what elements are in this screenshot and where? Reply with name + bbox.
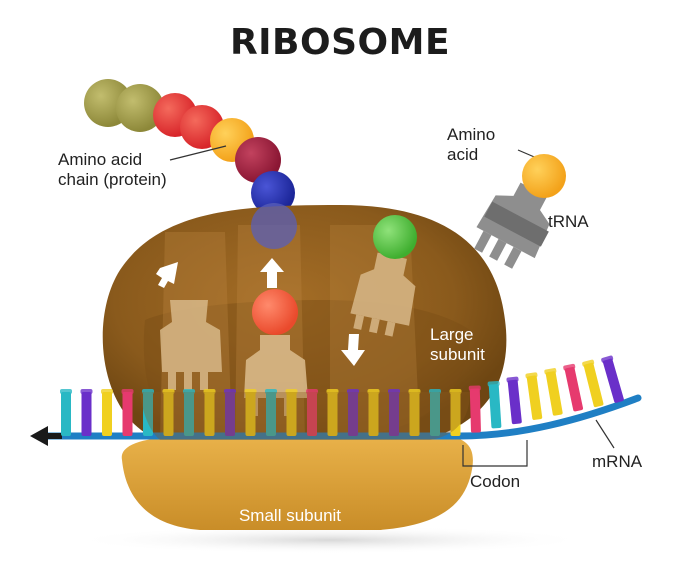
mrna-base-cap: [449, 389, 462, 394]
mrna-base: [225, 392, 235, 436]
label-codon: Codon: [470, 472, 521, 491]
arrow-left-icon: [30, 426, 48, 446]
mrna-base: [507, 379, 522, 425]
label-line: Large: [430, 325, 474, 344]
mrna-base: [583, 362, 604, 408]
mrna-base: [204, 392, 215, 436]
mrna-base-cap: [388, 389, 400, 394]
label-small-subunit: Small subunit: [238, 506, 342, 525]
mrna-base: [307, 392, 317, 436]
amino-acid-free: [522, 154, 566, 198]
mrna-base: [488, 384, 502, 429]
label-line: Amino: [447, 125, 496, 144]
chain-bead-entering: [251, 203, 297, 249]
mrna-base: [450, 392, 461, 436]
label-trna: tRNA: [548, 212, 589, 231]
mrna-base: [430, 392, 440, 436]
mrna-base: [564, 366, 584, 412]
mrna-base-cap: [487, 381, 500, 387]
mrna-base-cap: [306, 389, 318, 394]
label-mrna: mRNA: [592, 452, 643, 471]
floor-shadow: [70, 526, 590, 554]
mrna-base: [286, 392, 297, 436]
mrna-base-cap: [244, 389, 257, 394]
arrow-down-icon: [341, 334, 365, 366]
mrna-base: [368, 392, 379, 436]
amino-acid-peptidyl: [252, 289, 298, 335]
mrna-base-cap: [582, 359, 595, 367]
mrna-base-cap: [60, 389, 72, 394]
mrna-bases: [60, 355, 624, 436]
small-subunit-body: [121, 436, 473, 530]
mrna-base-cap: [506, 376, 519, 383]
chain-bead: [116, 84, 164, 132]
mrna-base: [266, 392, 276, 436]
mrna-base-cap: [544, 368, 557, 375]
mrna-base-cap: [367, 389, 380, 394]
free-trna: [474, 149, 566, 269]
diagram-title: RIBOSOME: [229, 22, 451, 63]
mrna-base: [469, 388, 481, 433]
label-line: Amino acid: [58, 150, 143, 169]
mrna-base-cap: [408, 389, 421, 394]
mrna-base: [184, 392, 194, 436]
mrna-base-cap: [224, 389, 236, 394]
mrna-base-cap: [285, 389, 298, 394]
mrna-base-cap: [601, 355, 614, 363]
trna-exiting: [160, 300, 222, 390]
mrna-base-cap: [525, 372, 538, 379]
mrna-base-cap: [347, 389, 359, 394]
mrna-base-cap: [162, 389, 175, 394]
codon-bracket: [462, 440, 528, 467]
mrna-base: [102, 392, 112, 436]
mrna-base-cap: [183, 389, 195, 394]
trna-entering: [350, 252, 416, 337]
mrna-base: [245, 392, 256, 436]
mrna-base-cap: [429, 389, 441, 394]
large-subunit-overlay: [140, 392, 470, 440]
mrna-base-cap: [468, 385, 481, 391]
mrna-strand: [30, 394, 642, 446]
mrna-base: [389, 392, 399, 436]
label-line: chain (protein): [58, 170, 167, 189]
mrna-base-cap: [121, 389, 134, 394]
mrna-base: [81, 392, 92, 436]
chain-pointer-line: [169, 145, 227, 161]
mrna-base: [526, 375, 543, 420]
mrna-base: [143, 392, 153, 436]
arrow-up-icon: [156, 262, 178, 288]
mrna-base-cap: [563, 363, 576, 371]
arrow-up-icon: [260, 258, 284, 288]
mrna-base-cap: [80, 389, 93, 394]
mrna-base-cap: [326, 389, 339, 394]
label-amino-acid: Amino acid: [447, 125, 495, 165]
mrna-base: [327, 392, 338, 436]
mrna-base: [545, 371, 563, 416]
label-line: subunit: [430, 345, 485, 364]
amino-acid-incoming: [373, 215, 417, 259]
mrna-base: [163, 392, 174, 436]
mrna-base: [602, 358, 624, 403]
mrna-pointer-line: [595, 419, 615, 449]
mrna-base: [409, 392, 420, 436]
label-large-subunit: Large subunit: [430, 325, 485, 365]
amino-acid-chain: [84, 79, 295, 215]
label-line: acid: [447, 145, 479, 164]
mrna-base: [122, 392, 133, 436]
chain-bead: [251, 171, 295, 215]
mrna-base: [61, 392, 71, 436]
mrna-base-cap: [101, 389, 113, 394]
mrna-base-cap: [203, 389, 216, 394]
mrna-base-cap: [265, 389, 277, 394]
mrna-base-cap: [142, 389, 154, 394]
label-amino-acid-chain: Amino acid chain (protein): [58, 150, 167, 190]
mrna-base: [348, 392, 358, 436]
